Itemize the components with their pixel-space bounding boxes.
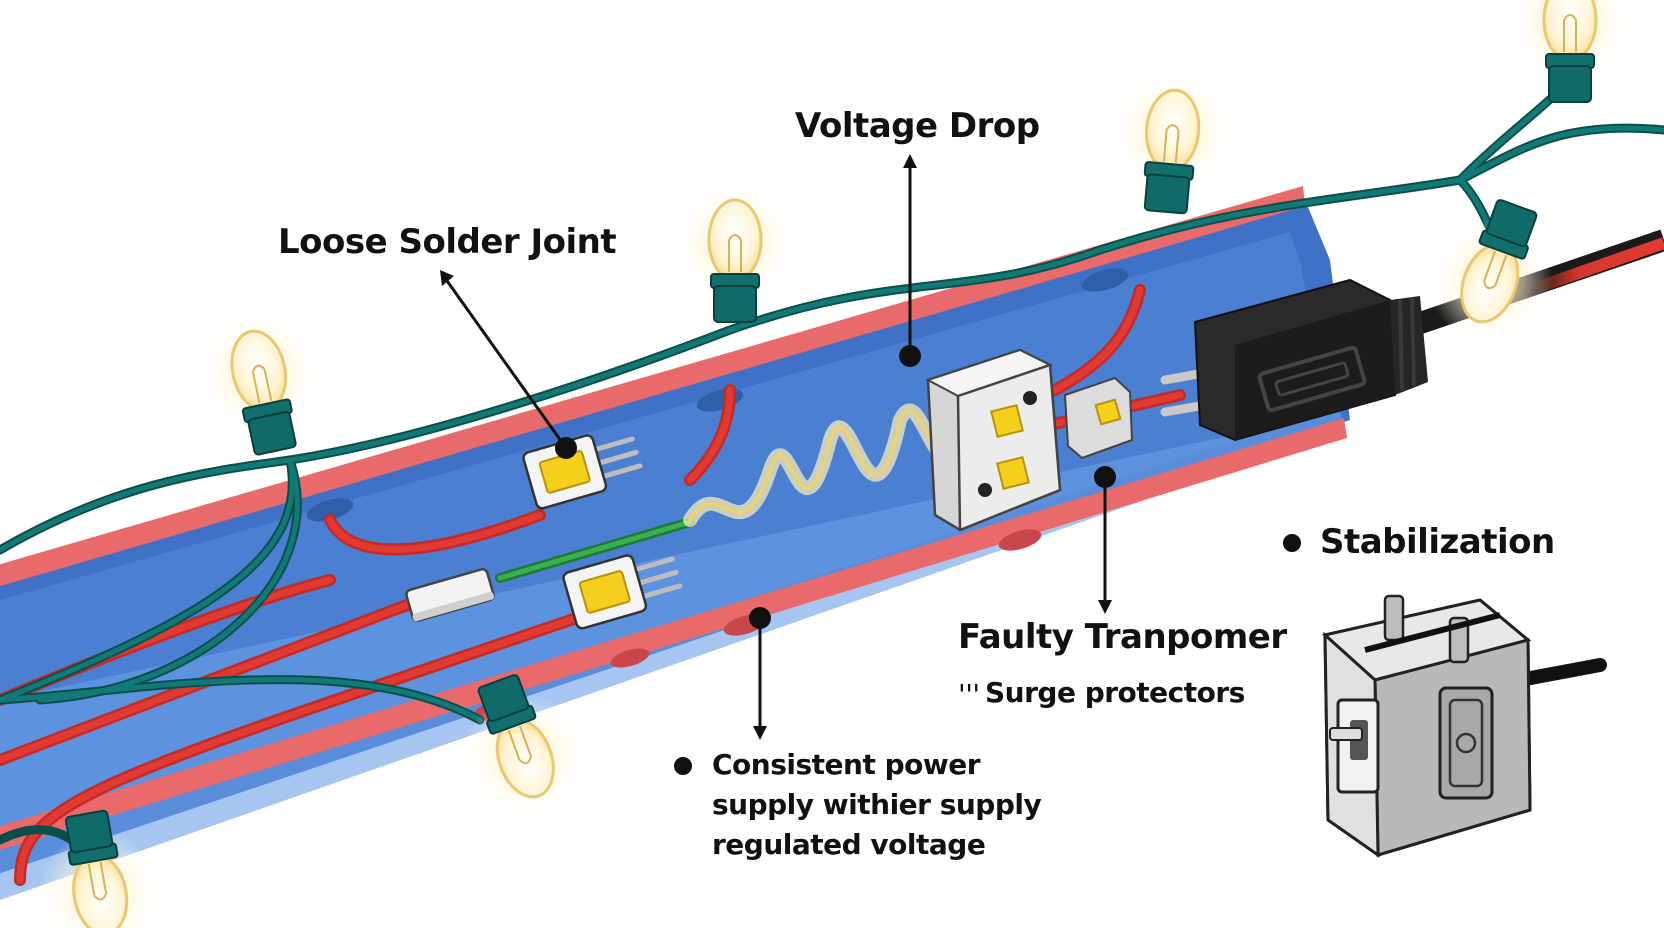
label-faulty-transformer: Faulty Tranpomer	[958, 617, 1287, 657]
label-stabilization: Stabilization	[1320, 522, 1555, 562]
power-plug-icon	[1160, 278, 1428, 442]
callout-lines	[443, 160, 1107, 728]
flicker-wave-icon	[683, 403, 967, 527]
arrowhead	[440, 270, 454, 286]
channel	[0, 186, 1350, 900]
led-chip-icon	[562, 554, 683, 630]
label-consistent-power-line-3: regulated voltage	[712, 828, 986, 861]
label-voltage-drop: Voltage Drop	[795, 106, 1040, 146]
callout-dot	[1094, 466, 1116, 488]
arrowhead	[903, 154, 917, 168]
bullet-stabilization	[1283, 534, 1301, 552]
bulb-icon	[1409, 183, 1578, 363]
led-chip-icon	[522, 434, 643, 510]
bulb-icon	[671, 178, 799, 324]
arrowhead	[753, 726, 767, 740]
label-consistent-power-line-2: supply withier supply	[712, 788, 1042, 821]
arrowhead	[1098, 600, 1112, 614]
bulb-icon	[184, 297, 338, 466]
small-chip-icon	[1063, 376, 1134, 460]
surge-protector-icon	[1321, 594, 1607, 858]
surge-protectors-mark: '''	[958, 678, 980, 711]
label-consistent-power-line-1: Consistent power	[712, 748, 981, 781]
transformer-module-icon	[925, 348, 1062, 532]
bullet-consistent-power	[674, 757, 692, 775]
bulb-icon	[1506, 0, 1634, 104]
callout-dot	[555, 437, 577, 459]
label-loose-solder-joint: Loose Solder Joint	[278, 222, 617, 262]
resistor-icon	[405, 567, 495, 623]
callout-dot	[899, 345, 921, 367]
bulb-icon	[1102, 63, 1242, 219]
label-surge-protectors: Surge protectors	[985, 676, 1245, 709]
callout-dot	[749, 607, 771, 629]
